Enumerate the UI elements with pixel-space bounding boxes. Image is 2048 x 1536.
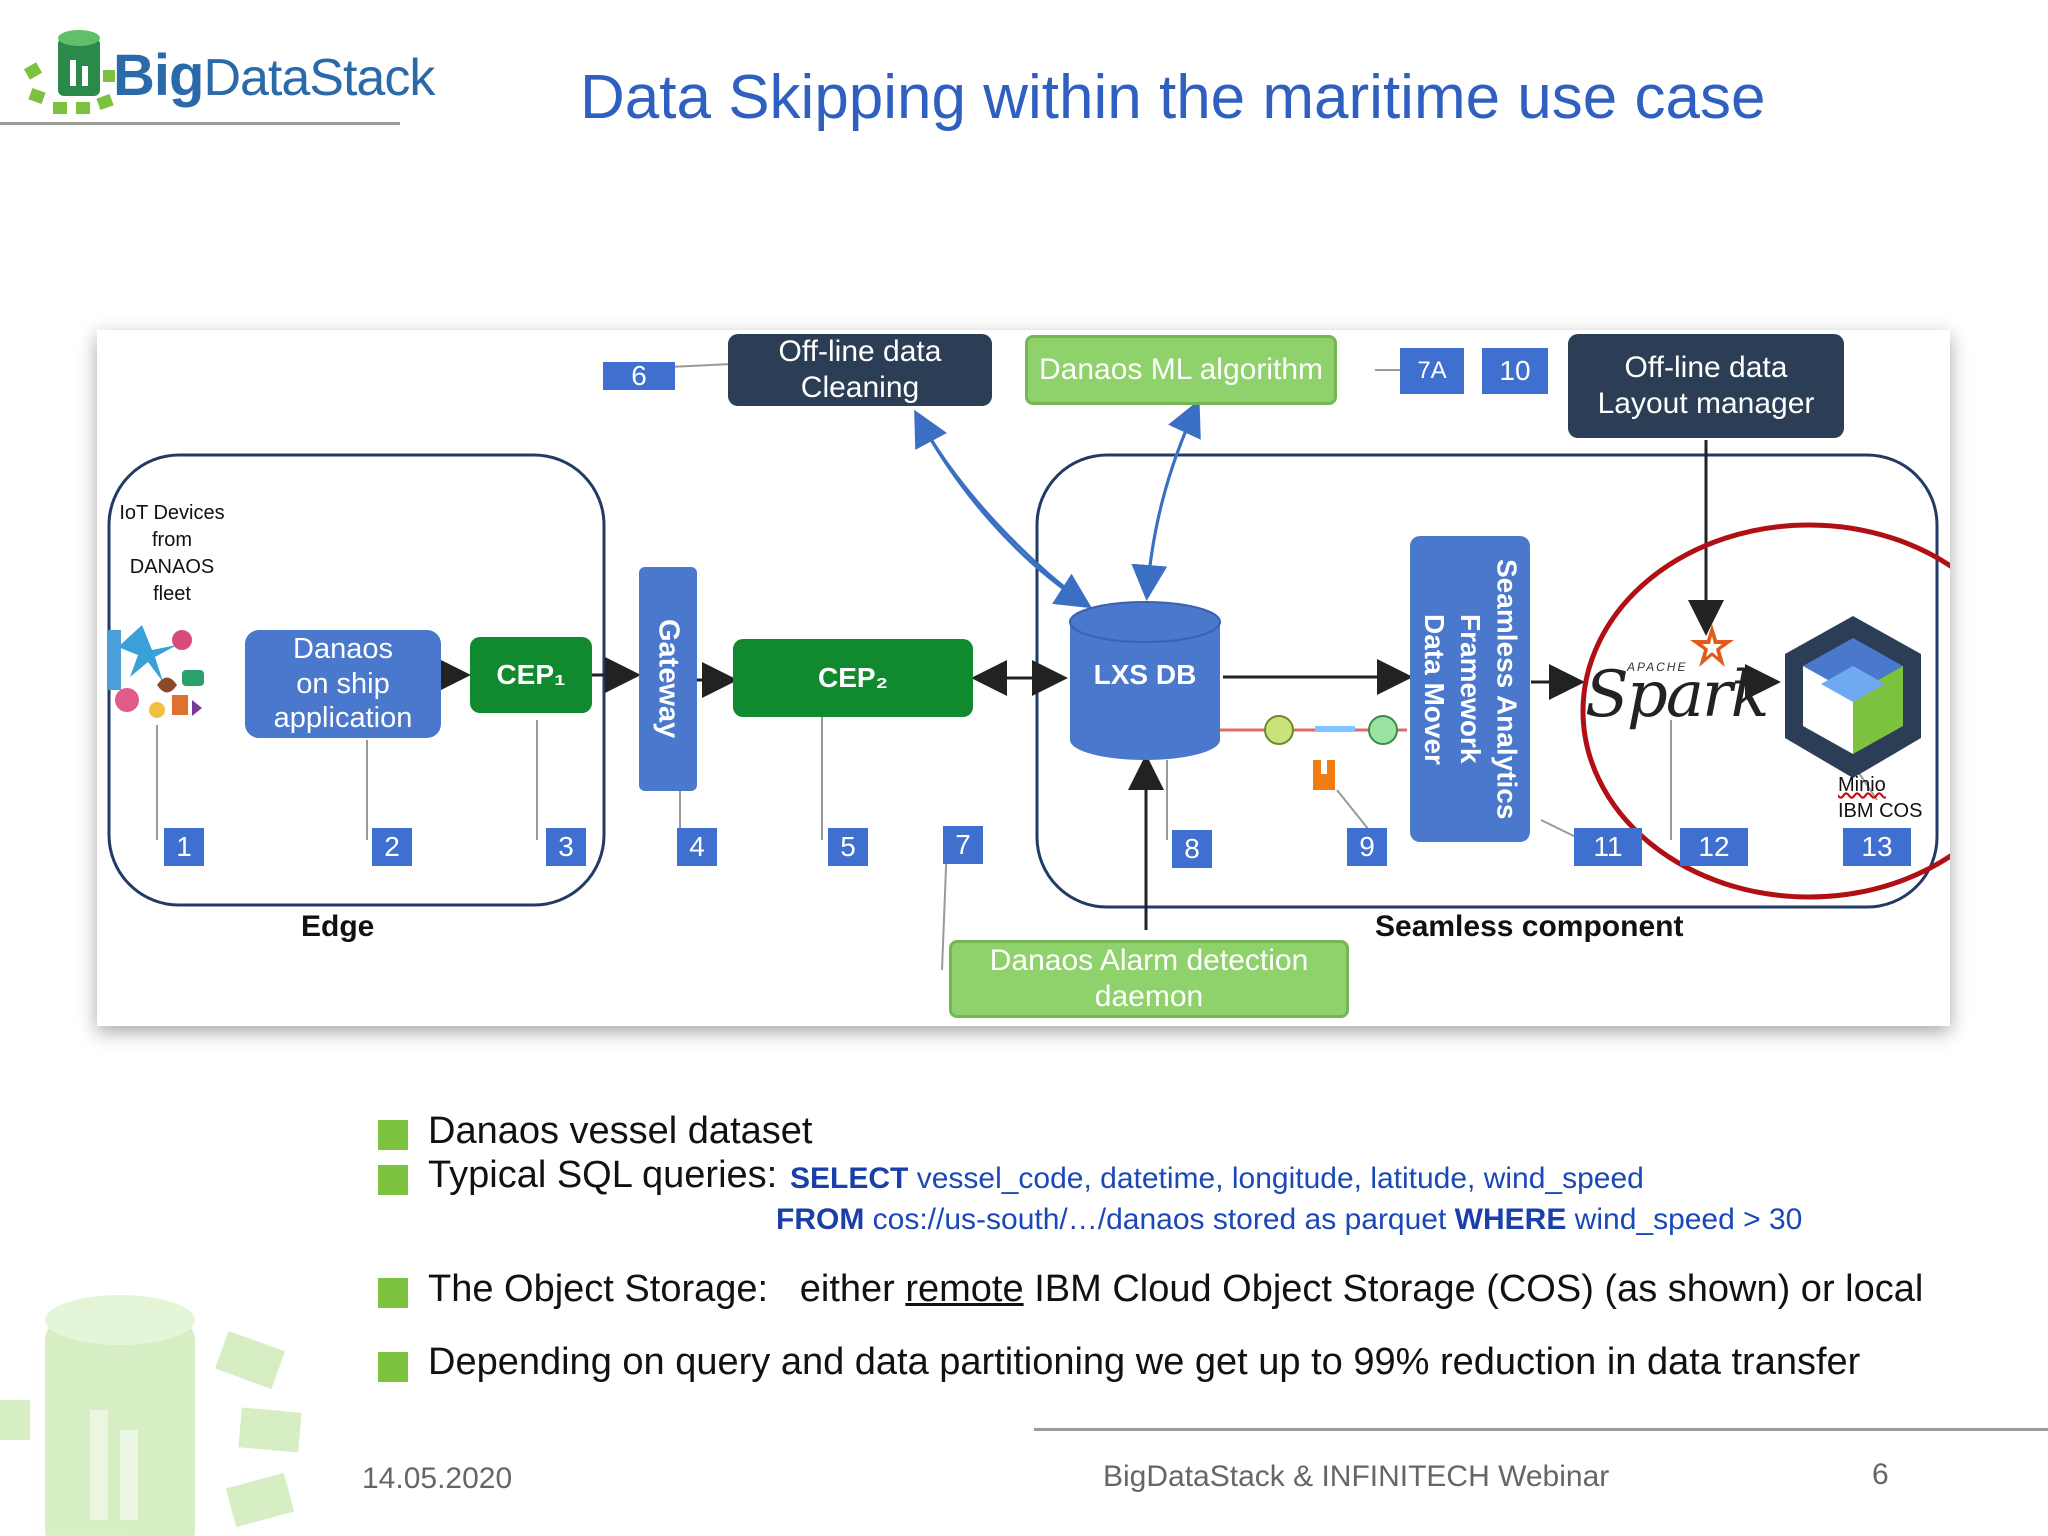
architecture-diagram: IoT Devices from DANAOS fleet Off-line d… <box>97 330 1950 1026</box>
alarm-line-2: daemon <box>1094 980 1204 1013</box>
iot-line-4: fleet <box>153 583 191 605</box>
spark-logo-text: Spark <box>1585 658 1769 732</box>
badge-6: 6 <box>603 360 675 391</box>
badge-11: 10 <box>1482 348 1548 394</box>
footer-divider <box>1034 1428 2048 1431</box>
badge-8: 8 <box>1172 830 1212 868</box>
minio-label: Minio <box>1838 774 1886 796</box>
analytics-box: Seamless Analytics Framework Data Mover <box>1410 536 1530 842</box>
ship-app-line-1: Danaos <box>293 632 393 665</box>
bullet-3-part-b: IBM Cloud Object Storage (COS) (as shown… <box>1023 1268 1924 1310</box>
iot-line-3: DANAOS <box>129 556 215 578</box>
footer-event: BigDataStack & INFINITECH Webinar <box>1103 1460 1610 1493</box>
badge-12: 12 <box>1680 828 1748 866</box>
layout-manager-line-1: Off-line data <box>1624 351 1788 384</box>
offline-cleaning-line-2: Cleaning <box>800 371 920 404</box>
footer-page-number: 6 <box>1872 1458 1889 1491</box>
bullet-2: Typical SQL queries: <box>428 1154 778 1196</box>
ship-app-line-3: application <box>273 702 413 735</box>
iot-line-1: IoT Devices <box>119 502 225 524</box>
gateway-box: Gateway <box>639 567 697 791</box>
badge-1: 1 <box>164 828 204 866</box>
cep1-box: CEP₁ <box>470 637 592 713</box>
seamless-component-label: Seamless component <box>1375 910 1684 943</box>
edge-label: Edge <box>301 910 375 943</box>
spark-star-icon <box>1690 624 1734 667</box>
bullet-3: The Object Storage: either remote IBM Cl… <box>428 1268 1923 1311</box>
analytics-line-3: Data Mover <box>1418 613 1450 765</box>
analytics-text: Seamless Analytics Framework Data Mover <box>1415 559 1524 819</box>
iot-devices-icon <box>107 625 204 718</box>
bullet-3-underlined: remote <box>905 1268 1024 1310</box>
alarm-detection-box: Danaos Alarm detection daemon <box>949 940 1349 1018</box>
analytics-line-2: Framework <box>1455 614 1487 764</box>
bullet-4: Depending on query and data partitioning… <box>428 1341 1861 1383</box>
logo-wordmark: BigDataStack <box>113 42 435 109</box>
sql-from-keyword: FROM <box>776 1203 865 1236</box>
background-logo-watermark <box>0 1295 302 1536</box>
slide-title: Data Skipping within the maritime use ca… <box>580 63 1766 132</box>
badge-13: 13 <box>1843 828 1911 866</box>
bullet-square <box>378 1120 408 1150</box>
analytics-line-1: Seamless Analytics <box>1491 558 1523 820</box>
sql-where-keyword: WHERE <box>1454 1203 1567 1236</box>
header-divider <box>0 122 400 125</box>
ml-algorithm-box: Danaos ML algorithm <box>1025 335 1337 405</box>
badge-9: 9 <box>1347 828 1387 866</box>
bullet-square <box>378 1278 408 1308</box>
sql-where-clause: wind_speed > 30 <box>1566 1203 1803 1236</box>
badge-2: 2 <box>372 828 412 866</box>
sql-select-keyword: SELECT <box>790 1162 909 1195</box>
offline-cleaning-line-1: Off-line data <box>778 335 942 368</box>
bullet-1: Danaos vessel dataset <box>428 1110 813 1152</box>
cep2-box: CEP₂ <box>733 639 973 717</box>
logo-icon <box>23 30 115 114</box>
lxs-db-cylinder <box>1069 601 1221 760</box>
sql-line-1: SELECT vessel_code, datetime, longitude,… <box>790 1162 1644 1196</box>
badge-10: 11 <box>1574 828 1642 866</box>
diagram-lines <box>107 363 1950 971</box>
badge-7a: 7A <box>1400 348 1464 394</box>
bullet-3-part-a: The Object Storage: either <box>428 1268 906 1310</box>
minio-cube-icon <box>1785 616 1921 778</box>
ibm-cos-label: IBM COS <box>1838 800 1923 822</box>
lxs-db-label: LXS DB <box>1093 659 1197 691</box>
iot-devices-label: IoT Devices from DANAOS fleet <box>107 500 237 608</box>
logo-big: Big <box>113 43 204 108</box>
sql-from-source: cos://us-south/…/danaos stored as parque… <box>864 1203 1455 1236</box>
badge-4: 4 <box>677 828 717 866</box>
bigdatastack-logo: BigDataStack <box>18 20 435 130</box>
highlight-circle <box>1580 522 1950 900</box>
ship-app-box: Danaos on ship application <box>245 630 441 738</box>
alarm-line-1: Danaos Alarm detection <box>989 944 1309 977</box>
layout-manager-line-2: Layout manager <box>1597 387 1815 420</box>
offline-cleaning-box: Off-line data Cleaning <box>728 334 992 406</box>
ship-app-line-2: on ship <box>296 667 390 700</box>
badge-7: 7 <box>943 826 983 864</box>
bullet-square <box>378 1165 408 1195</box>
sql-select-columns: vessel_code, datetime, longitude, latitu… <box>908 1162 1644 1195</box>
badge-3: 3 <box>546 828 586 866</box>
badge-5: 5 <box>828 828 868 866</box>
bullet-square <box>378 1352 408 1382</box>
layout-manager-box: Off-line data Layout manager <box>1568 334 1844 438</box>
footer-date: 14.05.2020 <box>362 1462 513 1495</box>
sql-line-2: FROM cos://us-south/…/danaos stored as p… <box>776 1203 1802 1237</box>
spark-small-label: APACHE <box>1627 660 1688 674</box>
iot-line-2: from <box>152 529 192 551</box>
logo-rest: DataStack <box>203 49 435 107</box>
